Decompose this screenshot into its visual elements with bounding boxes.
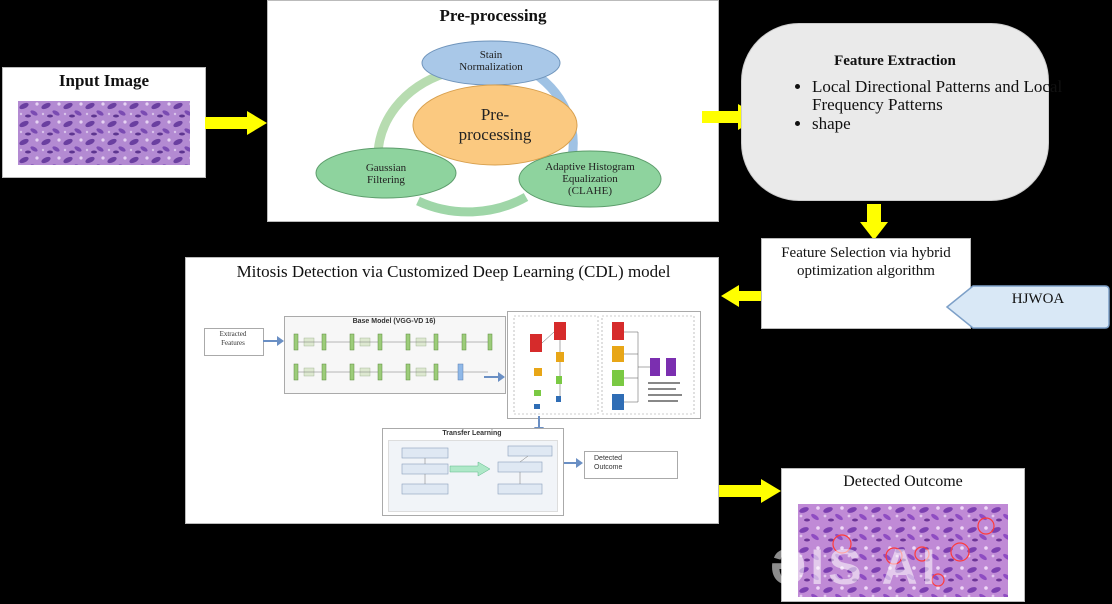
cdl-panel: Mitosis Detection via Customized Deep Le…: [185, 257, 719, 524]
arrow-extraction-to-selection: [860, 204, 888, 240]
arrow-base-to-attention: [484, 372, 505, 382]
base-model-title: Base Model (VGG-VD 16): [352, 318, 436, 325]
detected-outcome-small-box: [584, 451, 678, 479]
mitosis-marker: [950, 542, 970, 562]
arrow-selection-to-cdl: [721, 285, 761, 307]
feature-selection-panel: Feature Selection via hybrid optimizatio…: [761, 238, 971, 329]
detected-tissue-image: [798, 504, 1008, 597]
watermark: ƏIS AI: [770, 539, 940, 595]
input-tissue-image: [18, 101, 190, 165]
feature-extraction-list: Local Directional Patterns and Local Fre…: [772, 78, 1077, 133]
stain-normalization-label: Stain Normalization: [459, 49, 523, 73]
arrow-features-to-base: [263, 336, 284, 346]
extracted-features-label: Extracted Features: [219, 330, 247, 347]
input-image-title: Input Image: [58, 71, 150, 90]
vgg-layers-diagram: [293, 333, 493, 381]
clahe-label: Adaptive Histogram Equalization (CLAHE): [545, 161, 635, 197]
extracted-features-box: [204, 328, 264, 356]
detected-outcome-small-label: Detected Outcome: [594, 455, 623, 471]
mitosis-marker: [885, 547, 903, 565]
node-center-preprocessing: [412, 84, 578, 166]
preprocessing-cycle-diagram: [315, 40, 662, 217]
arrow-transfer-to-outcome: [564, 458, 583, 468]
input-image-panel: Input Image: [2, 67, 206, 178]
feature-bullet-shape: shape: [812, 115, 1077, 133]
feature-bullet-ldp-lfp: Local Directional Patterns and Local Fre…: [812, 78, 1077, 114]
feature-extraction-title: Feature Extraction: [834, 53, 956, 69]
gaussian-filtering-label: Gaussian Filtering: [365, 162, 407, 186]
arrow-input-to-preprocessing: [205, 111, 267, 135]
mitosis-marker: [977, 517, 995, 535]
mitosis-marker: [832, 534, 852, 554]
cdl-title: Mitosis Detection via Customized Deep Le…: [236, 262, 671, 281]
base-model-box: [284, 316, 506, 394]
transfer-learning-diagram: [401, 445, 553, 495]
center-preprocessing-label: Pre- processing: [458, 105, 532, 144]
detected-outcome-panel: Detected Outcome: [781, 468, 1025, 602]
preprocessing-title: Pre-processing: [439, 6, 547, 25]
feature-fusion-diagram: [513, 315, 695, 415]
arrow-cdl-to-outcome: [719, 479, 781, 503]
detected-outcome-title: Detected Outcome: [843, 473, 963, 490]
hjwoa-tag-shape: [945, 285, 1110, 329]
mitosis-marker: [931, 573, 945, 587]
transfer-learning-title: Transfer Learning: [442, 430, 502, 437]
preprocessing-panel: Pre-processing Stain Normalization Pre- …: [267, 0, 719, 222]
feature-extraction-panel: Feature Extraction Local Directional Pat…: [741, 23, 1062, 201]
hjwoa-tag: HJWOA: [1011, 291, 1065, 307]
mitosis-marker: [914, 546, 930, 562]
ring-arc-bottom: [416, 193, 529, 217]
node-gaussian-filtering: [315, 147, 457, 199]
feature-selection-text: Feature Selection via hybrid optimizatio…: [781, 245, 951, 279]
node-clahe: [518, 150, 662, 208]
ring-arc-left: [373, 68, 448, 162]
